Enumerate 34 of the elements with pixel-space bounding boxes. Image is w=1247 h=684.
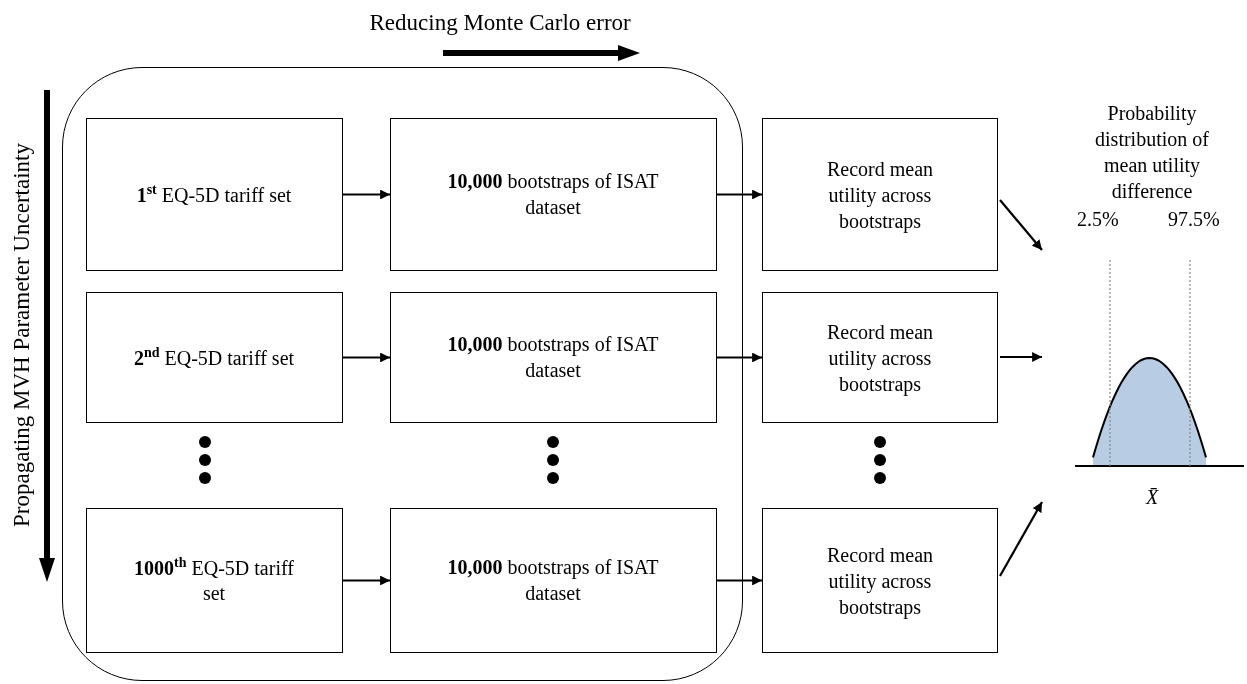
box-text: 2$^{nd}$ EQ-5D tariff set bbox=[133, 343, 295, 371]
box-text: 10,000 bootstraps of ISAT dataset bbox=[446, 555, 660, 606]
arrow bbox=[343, 352, 390, 363]
box-text: 10,000 bootstraps of ISAT dataset bbox=[446, 332, 660, 383]
box-text: 10,000 bootstraps of ISAT dataset bbox=[446, 169, 660, 220]
axis-caption: Reducing Monte Carlo error bbox=[369, 10, 631, 36]
process-box bbox=[389, 507, 717, 653]
arrow bbox=[1000, 352, 1042, 362]
process-box bbox=[85, 291, 343, 423]
arrow bbox=[999, 501, 1043, 577]
process-box bbox=[762, 292, 998, 423]
process-box bbox=[389, 117, 717, 271]
process-box bbox=[85, 507, 343, 653]
process-box bbox=[762, 118, 998, 271]
process-box bbox=[85, 117, 343, 271]
arrow bbox=[717, 575, 762, 586]
arrow bbox=[343, 575, 390, 586]
arrow bbox=[717, 189, 762, 200]
percentile-label: 2.5% bbox=[1077, 208, 1119, 231]
panel-title: Probability distribution of mean utility difference bbox=[1094, 101, 1210, 204]
arrow bbox=[999, 199, 1043, 251]
axis-caption: Propagating MVH Parameter Uncertainty bbox=[8, 143, 35, 527]
arrow bbox=[343, 189, 390, 200]
percentile-label: 97.5% bbox=[1168, 208, 1220, 231]
box-text: Record mean utility across bootstraps bbox=[825, 156, 935, 234]
box-text: Record mean utility across bootstraps bbox=[825, 542, 935, 620]
box-text: 1$^{st}$ EQ-5D tariff set bbox=[136, 180, 292, 208]
variable-label: X̄ bbox=[1144, 485, 1160, 510]
process-box bbox=[389, 291, 717, 423]
box-text: Record mean utility across bootstraps bbox=[825, 319, 935, 397]
arrow bbox=[717, 352, 762, 363]
box-text: 1000$^{th}$ EQ-5D tariff set bbox=[133, 553, 295, 607]
process-box bbox=[762, 508, 998, 653]
rounded-group-frame bbox=[62, 67, 743, 681]
